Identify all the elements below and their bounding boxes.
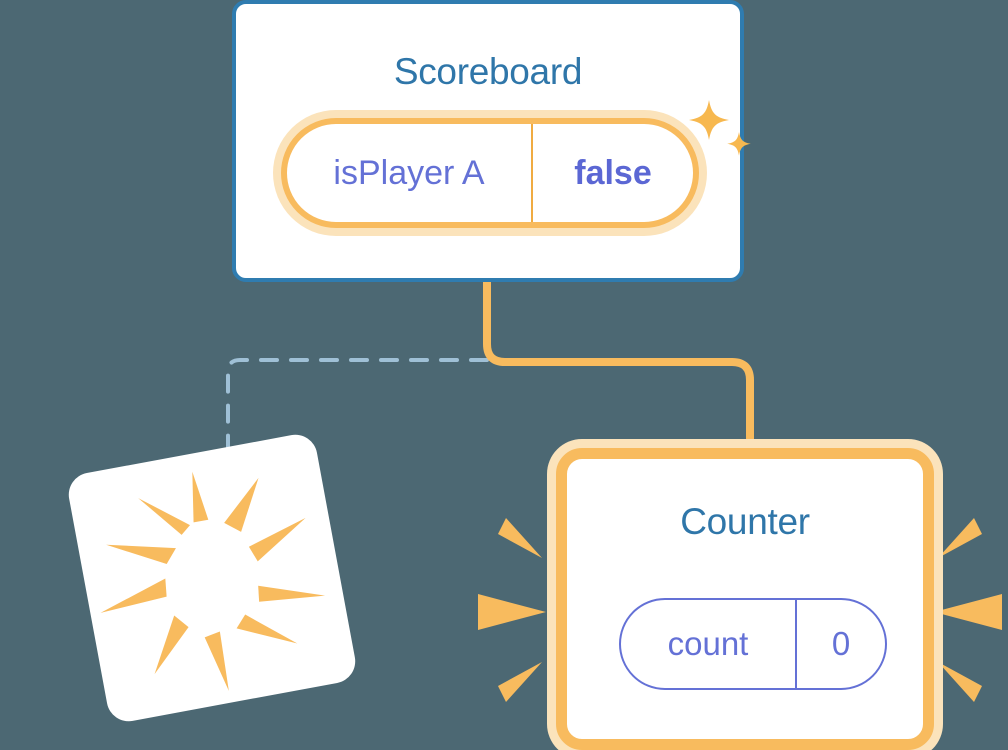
counter-state-pill[interactable]: count 0 (619, 598, 887, 690)
sparkle-large-icon (689, 100, 729, 140)
card-counter-title: Counter (680, 501, 810, 542)
scoreboard-state-value: false (574, 153, 652, 192)
card-counter[interactable]: Counter count 0 (556, 448, 934, 750)
card-scoreboard-title: Scoreboard (393, 51, 583, 92)
scoreboard-state-key: isPlayer A (287, 124, 533, 222)
burst-rays-right-icon (934, 518, 1002, 702)
connector-scoreboard-to-counter (483, 278, 754, 470)
counter-state-value: 0 (831, 625, 851, 662)
card-blank[interactable] (65, 431, 359, 725)
scoreboard-state-pill[interactable]: isPlayer A false (281, 118, 699, 228)
counter-state-key: count (621, 600, 797, 688)
burst-icon (100, 471, 326, 691)
card-scoreboard[interactable]: Scoreboard isPlayer A false (232, 0, 751, 282)
burst-rays-left-icon (478, 518, 546, 702)
sparkle-small-icon (727, 132, 751, 156)
